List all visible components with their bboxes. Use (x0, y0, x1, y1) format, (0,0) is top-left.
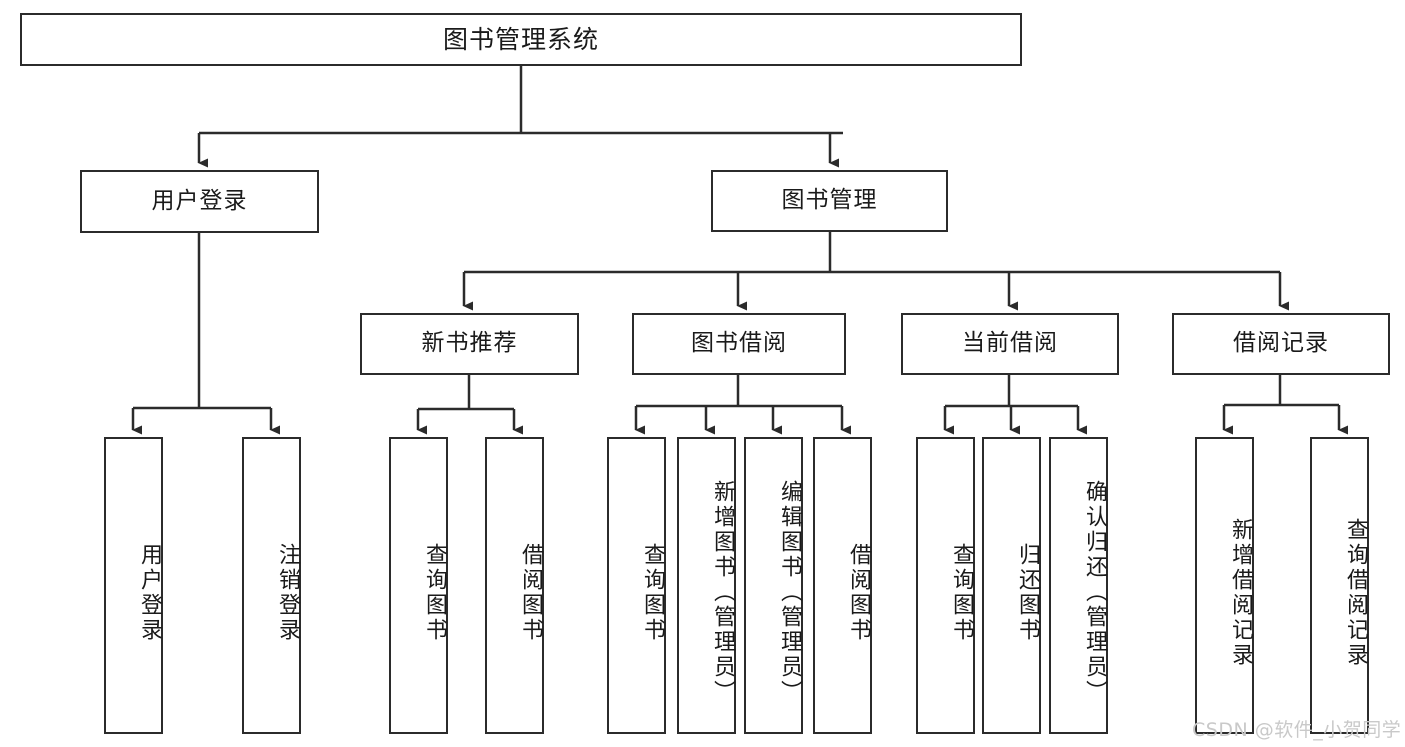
node-current-borrow-label: 当前借阅 (962, 330, 1058, 357)
leaf-label: 注销登录 (275, 542, 300, 643)
leaf-book-borrow-query[interactable]: 查询图书 (607, 437, 666, 734)
node-new-book-rec[interactable]: 新书推荐 (360, 313, 579, 375)
leaf-label: 用户登录 (137, 542, 162, 643)
node-root-label: 图书管理系统 (442, 24, 599, 54)
leaf-user-login-logout[interactable]: 注销登录 (242, 437, 301, 734)
node-book-manage-label: 图书管理 (781, 187, 878, 214)
leaf-label: 编辑图书（管理员） (777, 480, 802, 705)
node-new-book-rec-label: 新书推荐 (421, 330, 518, 357)
node-user-login[interactable]: 用户登录 (80, 170, 319, 233)
leaf-borrow-record-add[interactable]: 新增借阅记录 (1195, 437, 1254, 734)
leaf-current-borrow-query[interactable]: 查询图书 (916, 437, 975, 734)
node-book-borrow-label: 图书借阅 (691, 330, 787, 357)
node-book-borrow[interactable]: 图书借阅 (632, 313, 846, 375)
leaf-current-borrow-return[interactable]: 归还图书 (982, 437, 1041, 734)
leaf-book-borrow-add[interactable]: 新增图书（管理员） (677, 437, 736, 734)
leaf-label: 新增借阅记录 (1228, 517, 1253, 668)
node-book-manage[interactable]: 图书管理 (711, 170, 948, 232)
leaf-user-login-login[interactable]: 用户登录 (104, 437, 163, 734)
leaf-current-borrow-confirm[interactable]: 确认归还（管理员） (1049, 437, 1108, 734)
leaf-label: 查询图书 (640, 542, 665, 643)
node-current-borrow[interactable]: 当前借阅 (901, 313, 1119, 375)
node-borrow-record[interactable]: 借阅记录 (1172, 313, 1390, 375)
leaf-label: 归还图书 (1015, 542, 1040, 643)
leaf-book-borrow-borrow[interactable]: 借阅图书 (813, 437, 872, 734)
leaf-label: 查询借阅记录 (1343, 517, 1368, 668)
leaf-label: 借阅图书 (518, 542, 543, 643)
leaf-label: 查询图书 (949, 542, 974, 643)
leaf-new-book-rec-query[interactable]: 查询图书 (389, 437, 448, 734)
leaf-label: 新增图书（管理员） (710, 480, 735, 705)
leaf-label: 查询图书 (422, 542, 447, 643)
node-user-login-label: 用户登录 (151, 187, 248, 214)
leaf-label: 确认归还（管理员） (1082, 480, 1107, 705)
leaf-borrow-record-query[interactable]: 查询借阅记录 (1310, 437, 1369, 734)
leaf-label: 借阅图书 (846, 542, 871, 643)
node-borrow-record-label: 借阅记录 (1233, 330, 1329, 357)
leaf-book-borrow-edit[interactable]: 编辑图书（管理员） (744, 437, 803, 734)
node-root[interactable]: 图书管理系统 (20, 13, 1022, 66)
leaf-new-book-rec-borrow[interactable]: 借阅图书 (485, 437, 544, 734)
